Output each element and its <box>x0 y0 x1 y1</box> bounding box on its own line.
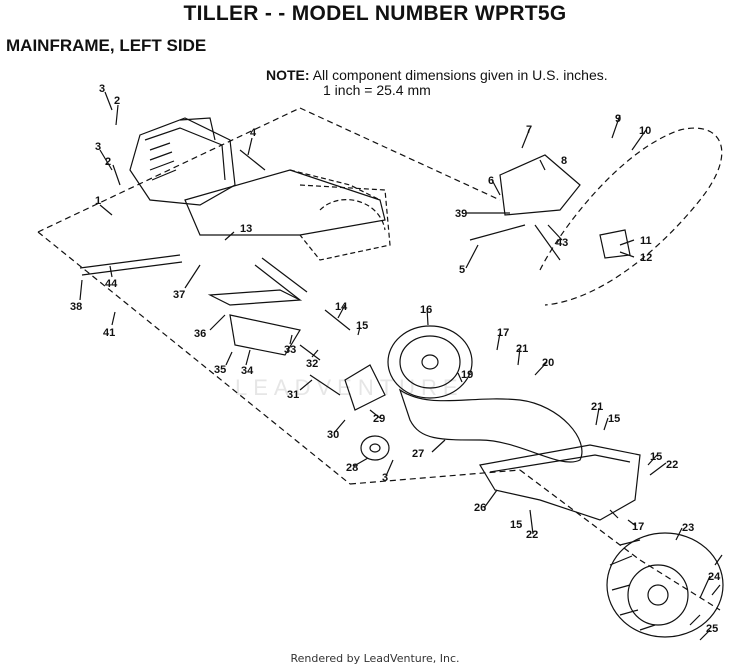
callout: 43 <box>556 237 568 249</box>
callout: 25 <box>706 623 718 635</box>
callout: 3 <box>95 141 101 153</box>
callout: 5 <box>459 264 465 276</box>
callout: 8 <box>561 155 567 167</box>
callout: 1 <box>95 195 101 207</box>
callout: 14 <box>335 301 348 313</box>
callout: 36 <box>194 328 206 340</box>
callout: 17 <box>497 327 509 339</box>
callout: 3 <box>382 472 388 484</box>
note-line-1: All component dimensions given in U.S. i… <box>312 67 608 83</box>
callout: 3 <box>99 83 105 95</box>
callout: 32 <box>306 358 318 370</box>
callout: 7 <box>526 124 532 136</box>
callout: 35 <box>214 364 226 376</box>
callout: 12 <box>640 252 652 264</box>
callout: 21 <box>591 401 603 413</box>
note-block: NOTE: All component dimensions given in … <box>266 67 608 98</box>
callout: 44 <box>105 278 118 290</box>
section-subtitle: MAINFRAME, LEFT SIDE <box>6 36 207 55</box>
callout: 4 <box>250 127 257 139</box>
callout: 37 <box>173 289 185 301</box>
callout: 15 <box>356 320 368 332</box>
note-label: NOTE: <box>266 67 310 83</box>
callout: 16 <box>420 304 432 316</box>
callout: 22 <box>666 459 678 471</box>
callout: 2 <box>114 95 120 107</box>
callout: 31 <box>287 389 299 401</box>
page-title: TILLER - - MODEL NUMBER WPRT5G <box>183 2 567 25</box>
callout: 9 <box>615 113 621 125</box>
callout: 33 <box>284 344 296 356</box>
callout: 20 <box>542 357 554 369</box>
callout: 34 <box>241 365 254 377</box>
callout: 39 <box>455 208 467 220</box>
callout: 19 <box>461 369 473 381</box>
callout-labels: 3 2 3 2 1 4 13 37 44 38 41 36 35 34 33 3… <box>70 83 721 635</box>
callout: 23 <box>682 522 694 534</box>
footer-credit: Rendered by LeadVenture, Inc. <box>290 652 460 665</box>
callout: 22 <box>526 529 538 541</box>
callout: 38 <box>70 301 82 313</box>
callout: 11 <box>640 235 652 247</box>
callout: 41 <box>103 327 115 339</box>
callout: 10 <box>639 125 651 137</box>
callout: 30 <box>327 429 339 441</box>
callout: 28 <box>346 462 358 474</box>
callout: 15 <box>650 451 662 463</box>
callout: 15 <box>608 413 620 425</box>
callout: 24 <box>708 571 721 583</box>
callout: 21 <box>516 343 528 355</box>
callout: 27 <box>412 448 424 460</box>
diagram-linework <box>37 91 724 641</box>
note-line-2: 1 inch = 25.4 mm <box>323 82 431 98</box>
callout: 17 <box>632 521 644 533</box>
callout: 26 <box>474 502 486 514</box>
callout: 6 <box>488 175 494 187</box>
callout: 29 <box>373 413 385 425</box>
callout: 13 <box>240 223 252 235</box>
callout: 15 <box>510 519 522 531</box>
callout: 2 <box>105 156 111 168</box>
